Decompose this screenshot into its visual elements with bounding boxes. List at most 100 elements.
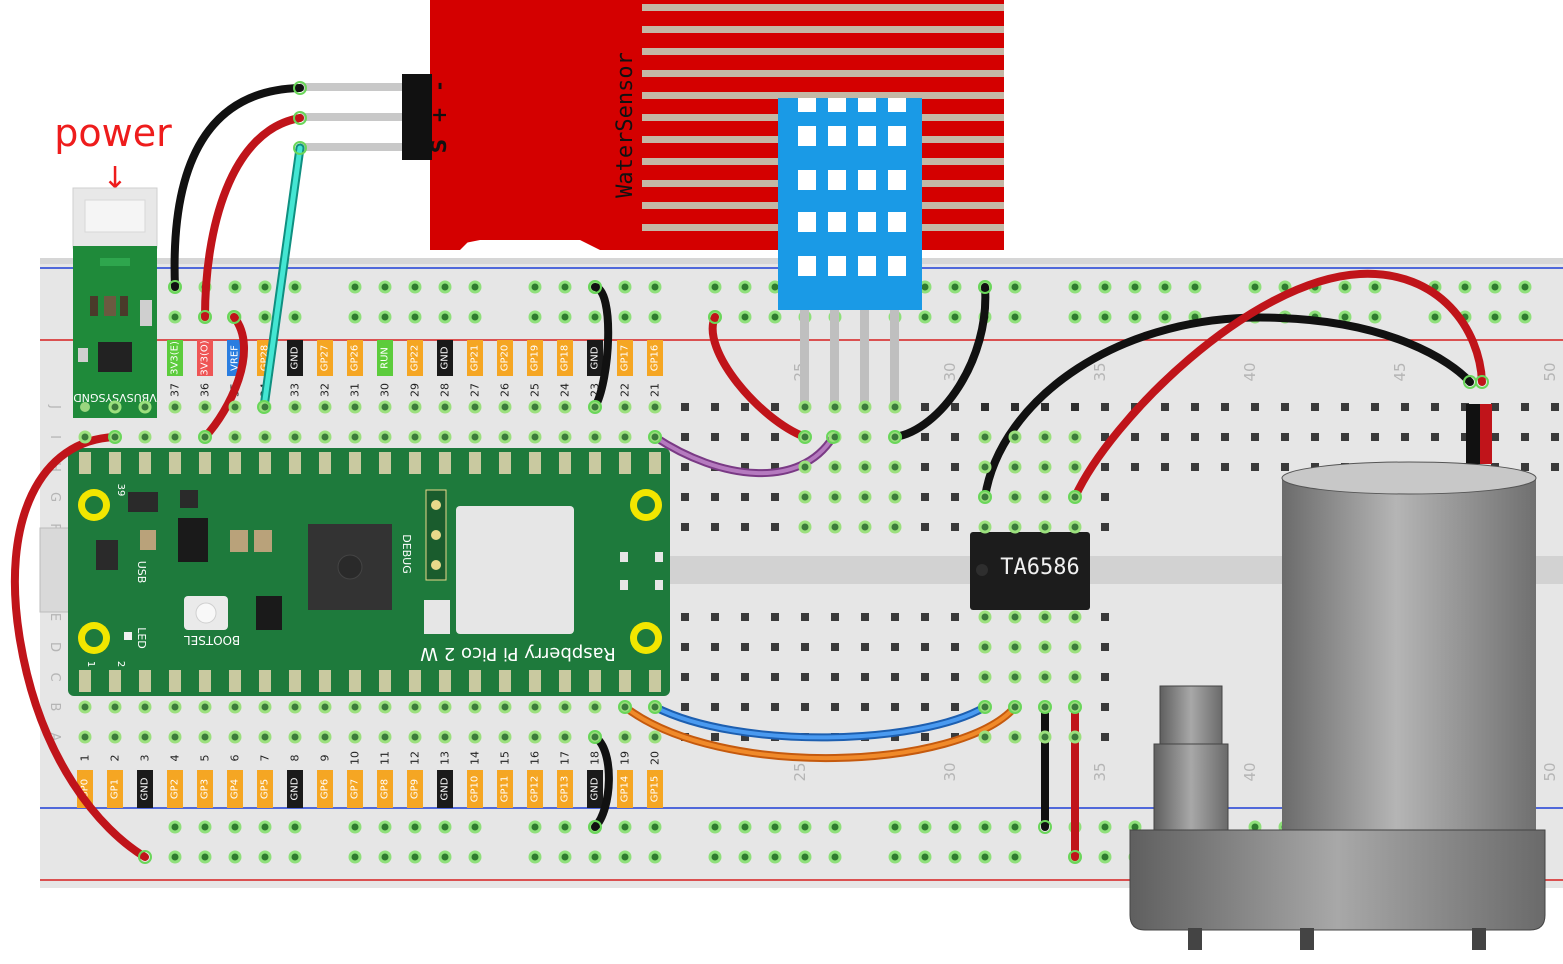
- breadboard-hole: [771, 613, 779, 621]
- sensor-trace: [642, 92, 1004, 99]
- connected-hole: [438, 730, 452, 744]
- pico-pad: [409, 452, 421, 474]
- breadboard-hole: [681, 673, 689, 681]
- connected-hole: [198, 430, 212, 444]
- bottom-pin-label: GND: [290, 777, 301, 800]
- bottom-pin-label: GP4: [230, 779, 241, 799]
- sensor-header-pin: [300, 113, 402, 121]
- bottom-pin-number: 15: [499, 751, 512, 765]
- connected-hole: [1038, 430, 1052, 444]
- pico-pad: [229, 452, 241, 474]
- pico-pad: [439, 452, 451, 474]
- pico-pad: [319, 670, 331, 692]
- breadboard-hole: [1101, 673, 1109, 681]
- top-pin-tag: [497, 340, 513, 376]
- bottom-pin-label: GP8: [380, 779, 391, 799]
- breadboard-hole: [711, 613, 719, 621]
- breadboard-hole: [1161, 463, 1169, 471]
- rail-hole: [648, 850, 662, 864]
- rail-hole: [1518, 280, 1532, 294]
- wire-end: [618, 700, 632, 714]
- breadboard-hole: [1341, 403, 1349, 411]
- rail-hole: [528, 850, 542, 864]
- wire-black-motor: [981, 313, 1474, 501]
- bottom-pin-tag: [287, 770, 303, 808]
- rail-hole: [948, 820, 962, 834]
- bottom-pin-number: 14: [469, 751, 482, 765]
- connected-hole: [618, 430, 632, 444]
- connected-hole: [198, 400, 212, 414]
- connected-hole: [378, 730, 392, 744]
- breadboard-hole: [741, 673, 749, 681]
- top-pin-label: GP26: [350, 345, 361, 372]
- bottom-pin-tag: [587, 770, 603, 808]
- connected-hole: [888, 520, 902, 534]
- connected-hole: [1068, 730, 1082, 744]
- top-pin-labels: 3V3(E)373V3(O)36VREF35GP2834GND33GP2732G…: [167, 340, 663, 397]
- connected-hole: [468, 400, 482, 414]
- breadboard-hole: [1101, 733, 1109, 741]
- connected-hole: [78, 700, 92, 714]
- wire-end: [293, 111, 307, 125]
- top-pin-tag: [317, 340, 333, 376]
- connected-hole: [978, 460, 992, 474]
- bottom-pin-label: GP14: [620, 776, 631, 803]
- top-pin-tag: [557, 340, 573, 376]
- breadboard-hole: [1191, 403, 1199, 411]
- top-pin-number: 33: [289, 383, 302, 397]
- wire-end: [198, 310, 212, 324]
- breadboard-hole: [891, 733, 899, 741]
- rail-hole: [558, 850, 572, 864]
- humidity-sensor-opening: [888, 170, 906, 190]
- row-letter: A: [47, 733, 62, 742]
- breadboard-hole: [801, 673, 809, 681]
- rail-hole: [558, 820, 572, 834]
- connected-hole: [858, 400, 872, 414]
- breadboard-hole: [1251, 463, 1259, 471]
- breadboard-hole: [1281, 463, 1289, 471]
- top-pin-number: 28: [439, 383, 452, 397]
- column-number: 30: [941, 362, 959, 381]
- wire-end: [1068, 490, 1082, 504]
- rail-hole: [948, 280, 962, 294]
- rail-hole: [798, 850, 812, 864]
- top-pin-tag: [587, 340, 603, 376]
- bottom-pin-label: GND: [140, 777, 151, 800]
- breadboard-hole: [921, 703, 929, 711]
- connected-hole: [228, 430, 242, 444]
- pico-pad: [529, 670, 541, 692]
- rail-hole: [348, 310, 362, 324]
- breadboard-hole: [921, 403, 929, 411]
- connected-hole: [1038, 670, 1052, 684]
- pico-board-name: Raspberry Pi Pico 2 W: [420, 643, 616, 664]
- breadboard-hole: [711, 523, 719, 531]
- pico-pad: [169, 670, 181, 692]
- wire-end: [826, 430, 840, 444]
- connected-hole: [408, 700, 422, 714]
- rail-hole: [708, 850, 722, 864]
- breadboard-hole: [771, 673, 779, 681]
- top-pin-number: 26: [499, 383, 512, 397]
- top-pin-tag: [467, 340, 483, 376]
- wire-black-gnd-top: [591, 283, 613, 411]
- bottom-pin-number: 13: [439, 751, 452, 765]
- bottom-pin-label: GP13: [560, 776, 571, 803]
- breadboard-hole: [1101, 523, 1109, 531]
- bottom-pin-number: 6: [229, 755, 242, 762]
- pico-pad: [109, 452, 121, 474]
- pico-pad: [619, 452, 631, 474]
- connected-hole: [828, 460, 842, 474]
- rail-hole: [1008, 850, 1022, 864]
- breadboard-hole: [831, 703, 839, 711]
- humidity-sensor-opening: [798, 170, 816, 190]
- rail-hole: [408, 820, 422, 834]
- breadboard-hole: [1461, 433, 1469, 441]
- connected-hole: [408, 430, 422, 444]
- connected-hole: [108, 700, 122, 714]
- breadboard-hole: [741, 643, 749, 651]
- breadboard-hole: [1191, 463, 1199, 471]
- rail-hole: [888, 850, 902, 864]
- sensor-header-pin: [300, 83, 402, 91]
- humidity-sensor-opening: [858, 212, 876, 232]
- breadboard-hole: [681, 463, 689, 471]
